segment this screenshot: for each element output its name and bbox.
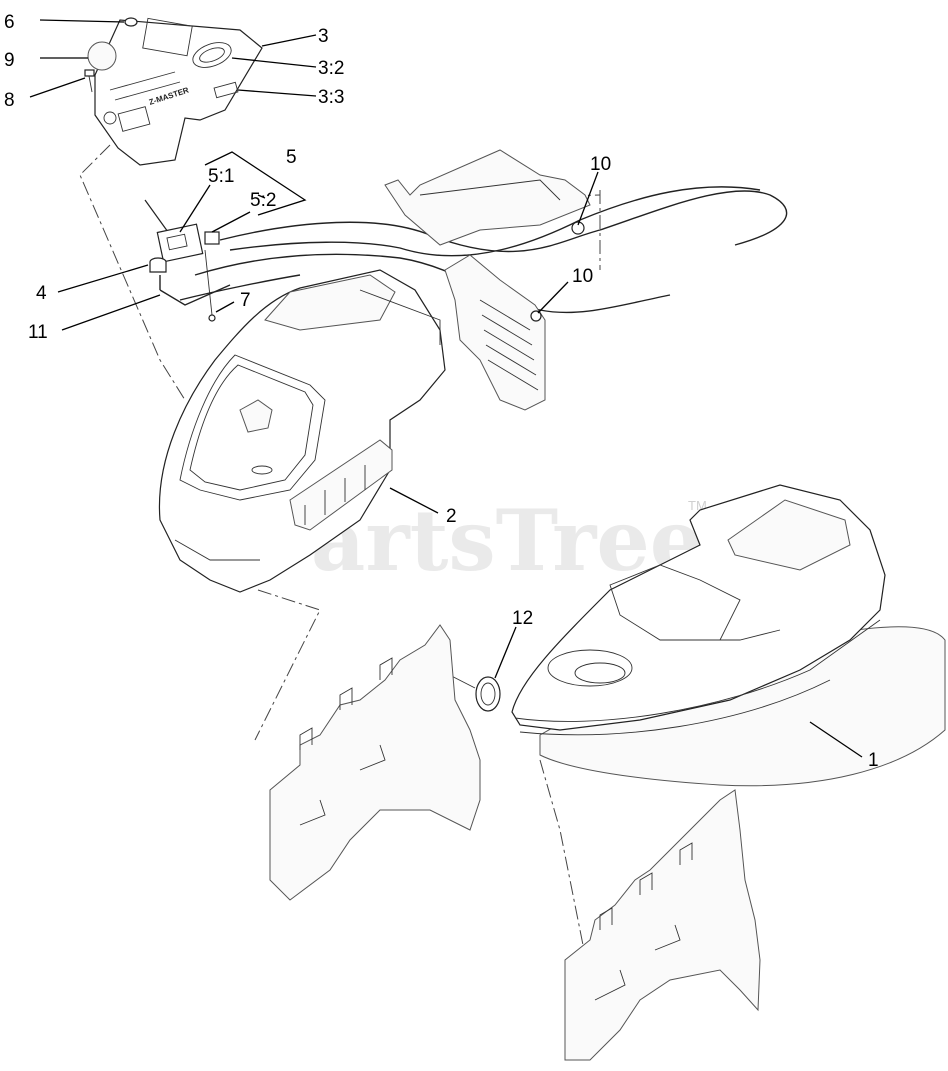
part-9-ball-knob[interactable] <box>87 41 117 71</box>
callout-2: 2 <box>446 506 457 527</box>
part-6-cap[interactable] <box>124 17 138 27</box>
part-7-bolt[interactable] <box>204 249 216 322</box>
part-12-hose-clamp[interactable] <box>429 664 501 712</box>
right-console-seat[interactable] <box>511 484 946 787</box>
callout-11: 11 <box>28 322 48 343</box>
callout-5: 5 <box>286 147 297 168</box>
part-4-plug[interactable] <box>149 257 167 273</box>
control-panel-plate[interactable]: Z-MASTER <box>94 17 263 166</box>
part-10-clip-lower[interactable] <box>530 310 542 322</box>
leader-lines <box>29 19 863 758</box>
fender-panel-right[interactable] <box>564 789 761 1061</box>
callout-10-upper: 10 <box>590 154 611 175</box>
callout-10-lower: 10 <box>572 266 593 287</box>
part-10-clip-upper[interactable] <box>571 221 585 235</box>
rear-bracket-housing[interactable] <box>384 149 591 246</box>
callout-labels: 6 9 8 3 3:2 3:3 5 5:1 5:2 10 10 4 7 11 2… <box>4 12 879 771</box>
callout-3-2: 3:2 <box>318 58 344 79</box>
ignition-switch-assembly[interactable] <box>144 199 220 263</box>
callout-6: 6 <box>4 12 15 33</box>
part-8-screw[interactable] <box>84 69 95 93</box>
left-console-housing[interactable] <box>158 269 446 593</box>
callout-8: 8 <box>4 90 15 111</box>
callout-5-2: 5:2 <box>250 190 276 211</box>
callout-7: 7 <box>240 290 251 311</box>
callout-3-3: 3:3 <box>318 87 344 108</box>
side-vent-bracket[interactable] <box>444 254 546 411</box>
fender-panel-left[interactable] <box>269 624 481 901</box>
callout-5-1: 5:1 <box>208 166 234 187</box>
callout-4: 4 <box>36 283 47 304</box>
callout-9: 9 <box>4 50 15 71</box>
callout-3: 3 <box>318 26 329 47</box>
callout-1: 1 <box>868 750 879 771</box>
callout-12: 12 <box>512 608 533 629</box>
